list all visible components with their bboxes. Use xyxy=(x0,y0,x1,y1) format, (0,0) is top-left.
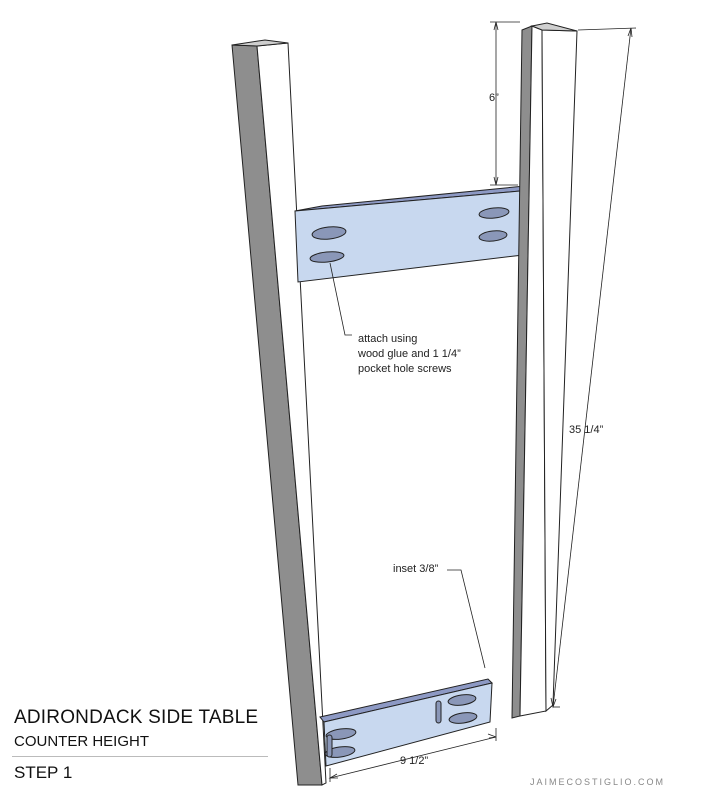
pocket-hole xyxy=(325,728,357,740)
right-leg-top xyxy=(530,22,578,32)
right-leg-outer xyxy=(541,29,578,713)
attach-note: attach using wood glue and 1 1/4” pocket… xyxy=(358,332,461,377)
attach-leader xyxy=(329,262,352,336)
step-label: STEP 1 xyxy=(14,763,73,782)
pocket-hole xyxy=(478,230,508,242)
attach-note-line-2: wood glue and 1 1/4” xyxy=(358,348,461,360)
inset-note: inset 3/8” xyxy=(393,563,439,575)
right-leg xyxy=(511,22,578,719)
dimension-width-label: 9 1/2” xyxy=(400,755,429,767)
left-leg-top xyxy=(231,39,289,47)
attach-note-line-3: pocket hole screws xyxy=(358,363,452,375)
page-subtitle: COUNTER HEIGHT xyxy=(14,733,149,750)
site-credit: JAIMECOSTIGLIO.COM xyxy=(530,777,666,787)
pocket-hole xyxy=(309,251,345,263)
left-leg xyxy=(231,39,327,786)
bottom-stretcher xyxy=(319,678,493,767)
pocket-hole xyxy=(478,207,510,219)
title-divider xyxy=(12,756,268,757)
page-title: ADIRONDACK SIDE TABLE xyxy=(14,707,259,728)
dimension-top-offset-label: 6” xyxy=(489,92,499,104)
leader-lines xyxy=(329,262,486,669)
inset-leader xyxy=(447,569,486,669)
attach-note-line-1: attach using xyxy=(358,333,418,345)
pocket-hole xyxy=(447,694,477,706)
dimension-top-offset xyxy=(490,21,520,186)
pocket-hole-vertical xyxy=(326,734,333,758)
pocket-hole-vertical xyxy=(435,700,442,724)
top-stretcher xyxy=(294,185,527,283)
dimension-height-label: 35 1/4” xyxy=(569,424,604,436)
dimension-width xyxy=(328,728,497,782)
pocket-hole xyxy=(311,226,347,240)
pocket-hole xyxy=(324,746,356,758)
pocket-hole xyxy=(448,712,478,724)
dimension-height xyxy=(550,27,637,709)
